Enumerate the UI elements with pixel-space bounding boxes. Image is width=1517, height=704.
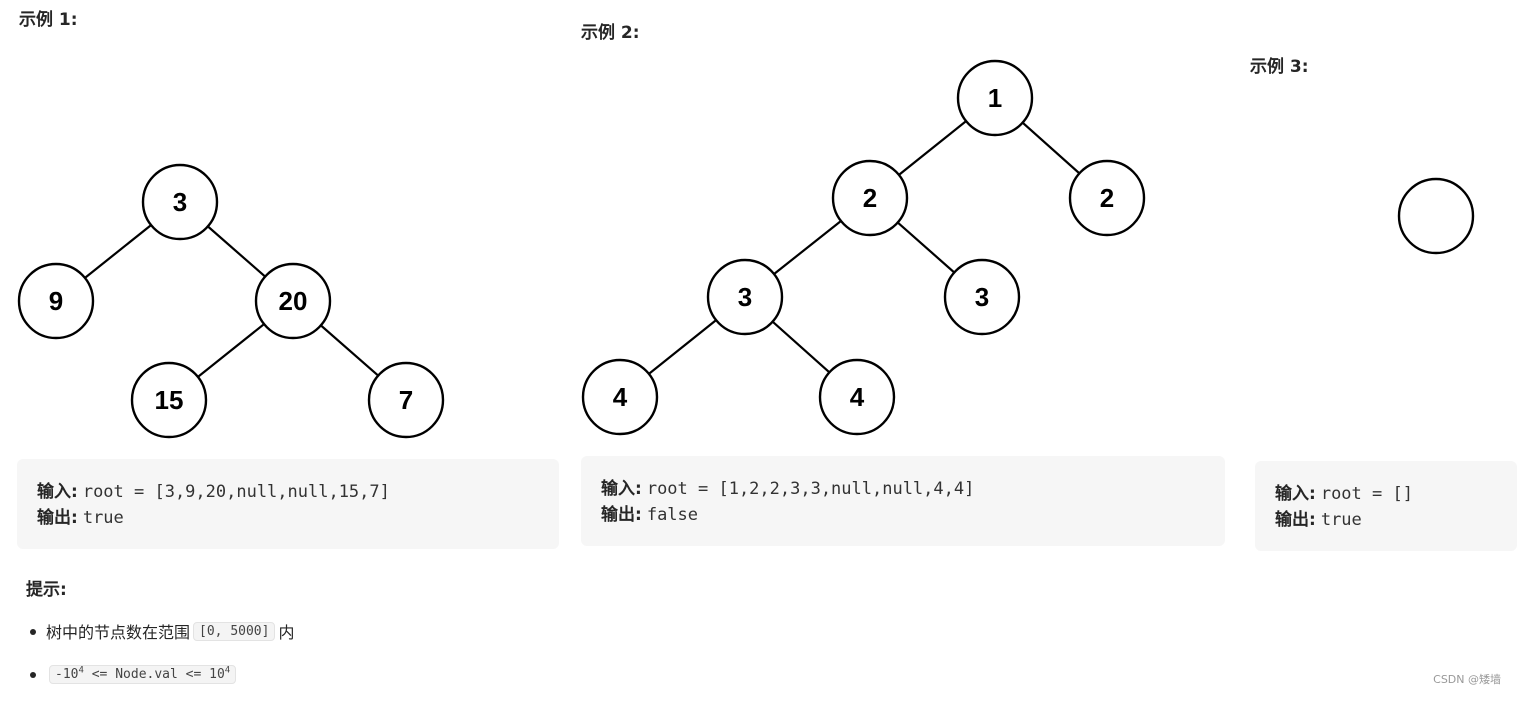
hints-title: 提示:: [26, 580, 67, 600]
hint-item-node-count: 树中的节点数在范围 [0, 5000] 内: [30, 618, 294, 644]
input-label: 输入:: [601, 479, 642, 499]
input-label: 输入:: [1275, 484, 1316, 504]
tree-node-label: 7: [399, 385, 413, 415]
tree-node-label: 3: [975, 282, 989, 312]
tree-node: [818, 358, 896, 436]
output-value: true: [82, 508, 124, 528]
exponent: 4: [78, 665, 84, 676]
output-line: 输出: false: [601, 502, 1205, 528]
exponent: 4: [224, 665, 231, 676]
tree-node: [943, 258, 1021, 336]
hints-list: 树中的节点数在范围 [0, 5000] 内 -104 <= Node.val <…: [30, 618, 294, 704]
input-line: 输入: root = [1,2,2,3,3,null,null,4,4]: [601, 476, 1205, 502]
tree-node-label: 4: [613, 382, 628, 412]
output-value: false: [646, 505, 699, 525]
output-label: 输出:: [1275, 510, 1316, 530]
hint-text: 内: [278, 623, 295, 642]
bullet-icon: [30, 629, 36, 635]
output-label: 输出:: [37, 508, 78, 528]
tree-node-label: 4: [850, 382, 865, 412]
code-part: <= Node.val <= 10: [83, 666, 225, 682]
inline-code: -104 <= Node.val <= 104: [49, 664, 237, 684]
example-3-io-box: 输入: root = [] 输出: true: [1255, 461, 1517, 551]
tree-node-label: 2: [1100, 183, 1114, 213]
example-1-tree-diagram: 3 9 20 15 7: [17, 163, 445, 439]
example-3-title: 示例 3:: [1250, 57, 1309, 77]
tree-node-label: 1: [988, 83, 1002, 113]
tree-node-label: 3: [738, 282, 752, 312]
tree-node-label: 2: [863, 183, 877, 213]
tree-node: [706, 258, 784, 336]
example-3-tree-diagram: [1397, 177, 1475, 255]
tree-node: [581, 358, 659, 436]
tree-node-label: 3: [173, 187, 187, 217]
tree-node: [367, 361, 445, 439]
tree-node: [831, 159, 909, 237]
input-line: 输入: root = []: [1275, 481, 1497, 507]
example-2-io-box: 输入: root = [1,2,2,3,3,null,null,4,4] 输出:…: [581, 456, 1225, 546]
code-part: -10: [55, 666, 79, 682]
hint-text: 树中的节点数在范围: [46, 623, 191, 642]
example-1-io-box: 输入: root = [3,9,20,null,null,15,7] 输出: t…: [17, 459, 559, 549]
input-value: root = [1,2,2,3,3,null,null,4,4]: [646, 479, 975, 499]
tree-node: [141, 163, 219, 241]
tree-node: [130, 361, 208, 439]
input-value: root = [3,9,20,null,null,15,7]: [82, 482, 390, 502]
output-label: 输出:: [601, 505, 642, 525]
tree-node-label: 20: [279, 286, 308, 316]
output-line: 输出: true: [1275, 507, 1497, 533]
tree-node: [17, 262, 95, 340]
tree-node-label: 15: [155, 385, 184, 415]
tree-node: [956, 59, 1034, 137]
hint-item-value-range: -104 <= Node.val <= 104: [30, 661, 294, 687]
tree-node: [1068, 159, 1146, 237]
input-line: 输入: root = [3,9,20,null,null,15,7]: [37, 479, 539, 505]
tree-node: [254, 262, 332, 340]
tree-node-label: 9: [49, 286, 63, 316]
input-value: root = []: [1320, 484, 1413, 504]
output-line: 输出: true: [37, 505, 539, 531]
bullet-icon: [30, 672, 36, 678]
example-2-title: 示例 2:: [581, 23, 640, 43]
inline-code: [0, 5000]: [193, 621, 276, 641]
example-1-title: 示例 1:: [19, 10, 78, 30]
input-label: 输入:: [37, 482, 78, 502]
example-2-tree-diagram: 1 2 2 3 3 4 4: [581, 59, 1146, 436]
watermark: CSDN @矮墙: [1433, 673, 1501, 686]
output-value: true: [1320, 510, 1362, 530]
tree-node: [1397, 177, 1475, 255]
